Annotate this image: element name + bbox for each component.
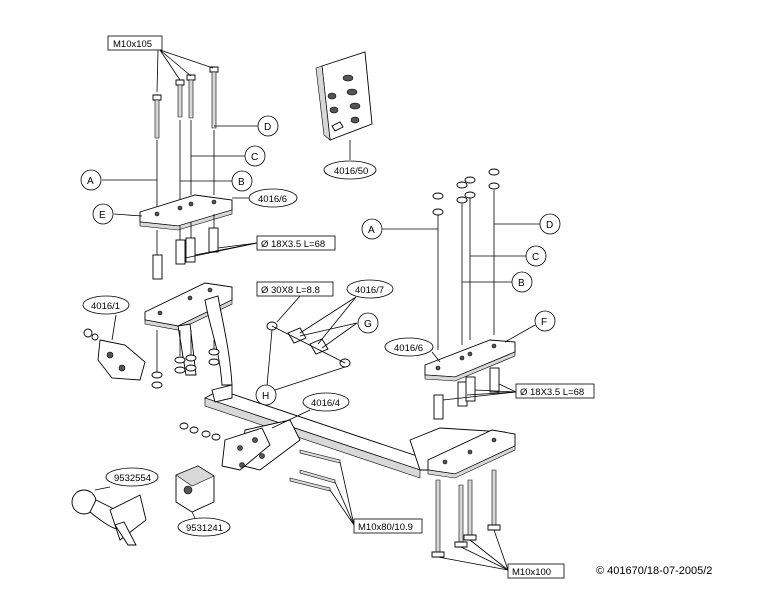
label-4016-4: 4016/4: [271, 392, 350, 429]
label-m10x80-text: M10x80/10.9: [358, 522, 413, 533]
label-9531241-text: 9531241: [186, 523, 223, 534]
label-tube-small-text: Ø 30X8 L=8.8: [261, 285, 320, 296]
callout-a-right-text: A: [368, 225, 375, 236]
callout-b-right: B: [462, 271, 533, 293]
bolt-left-1: [152, 94, 162, 139]
callout-a-right: A: [361, 218, 438, 240]
label-spacer-right-text: Ø 18X3.5 L=68: [520, 387, 584, 398]
spacers-right: [433, 367, 517, 420]
label-4016-7-text: 4016/7: [355, 285, 384, 296]
callout-e-left-text: E: [99, 210, 106, 221]
right-bolt-set: [432, 168, 500, 350]
callout-b-right-text: B: [518, 278, 525, 289]
part-4016-7-group: Ø 30X8 L=8.8 4016/7 G H: [255, 279, 394, 406]
label-spacer-left: Ø 18X3.5 L=68: [256, 235, 336, 251]
callout-c-left-text: C: [251, 152, 258, 163]
part-4016-1: 4016/1: [82, 295, 146, 381]
label-4016-4-text: 4016/4: [311, 398, 340, 409]
bolt-left-4: [209, 66, 219, 129]
copyright-notice: © 401670/18-07-2005/2: [596, 565, 713, 577]
part-4016-50-kit: 4016/50: [315, 51, 377, 180]
label-m10x105-text: M10x105: [113, 39, 152, 50]
cross-beam: [203, 384, 506, 479]
callout-f-right: F: [504, 310, 556, 343]
callout-f-right-text: F: [541, 317, 547, 328]
label-spacer-left-text: Ø 18X3.5 L=68: [261, 239, 325, 250]
label-m10x100: M10x100: [507, 563, 565, 579]
bolt-left-3: [186, 74, 196, 119]
label-4016-6-right: 4016/6: [384, 337, 441, 363]
label-m10x100-text: M10x100: [512, 567, 551, 578]
plate-left: [139, 194, 233, 231]
callout-e-left: E: [92, 203, 143, 225]
label-4016-50-text: 4016/50: [334, 166, 368, 177]
label-4016-6-right-text: 4016/6: [394, 343, 423, 354]
label-4016-6-left: 4016/6: [232, 188, 298, 208]
callout-d-left-text: D: [264, 122, 271, 133]
callout-b-left-text: B: [238, 177, 245, 188]
bolt-left-2: [175, 79, 185, 118]
label-m10x105: M10x105: [107, 35, 214, 93]
nuts-left: [151, 330, 220, 389]
bracket-right: [427, 429, 516, 479]
callout-d-right-text: D: [546, 220, 553, 231]
callout-d-right: D: [494, 213, 561, 235]
label-spacer-right: Ø 18X3.5 L=68: [515, 383, 595, 399]
label-4016-6-left-text: 4016/6: [258, 194, 287, 205]
callout-d-left: D: [214, 115, 279, 137]
callout-h-text: H: [262, 391, 269, 402]
callout-a-left: A: [80, 169, 157, 191]
callout-a-left-text: A: [87, 176, 94, 187]
part-9532554: 9532554: [71, 467, 159, 546]
spacers-left: [152, 214, 258, 280]
bolts-right-lower: [431, 469, 509, 571]
left-bolt-set: [152, 66, 219, 210]
bracket-left: [144, 282, 233, 386]
callout-c-right-text: C: [532, 252, 539, 263]
callout-c-left: C: [191, 145, 266, 167]
callout-c-right: C: [470, 245, 547, 267]
bolts-mid: M10x80/10.9: [179, 422, 423, 534]
part-9531241: 9531241: [175, 465, 231, 537]
label-9532554-text: 9532554: [114, 473, 151, 484]
callout-g-text: G: [364, 319, 372, 330]
label-4016-1-text: 4016/1: [91, 301, 120, 312]
plate-right: [424, 339, 516, 382]
callout-b-left: B: [180, 170, 253, 192]
